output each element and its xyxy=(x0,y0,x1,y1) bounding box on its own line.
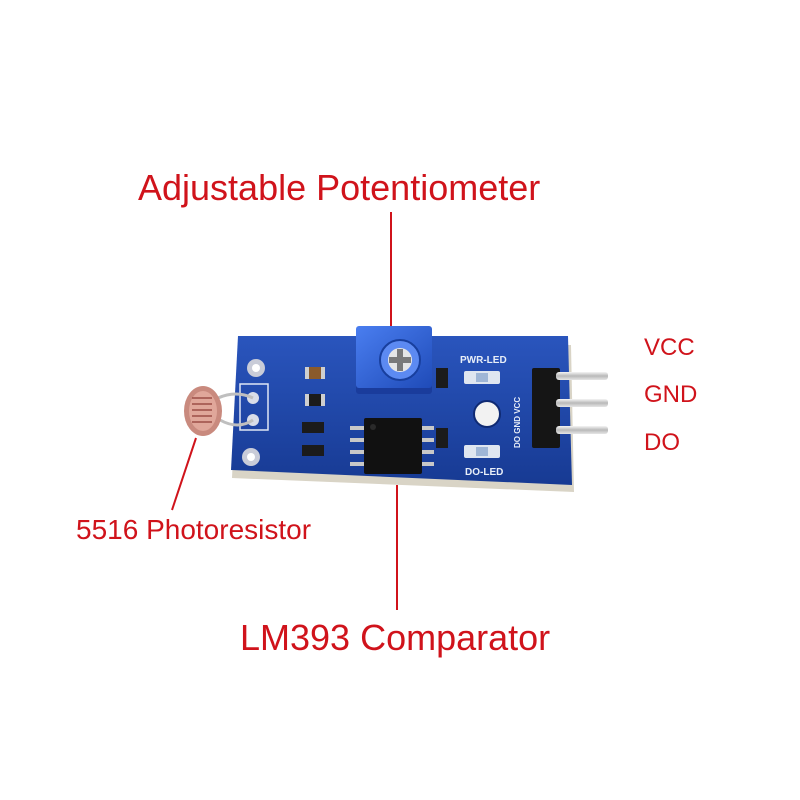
pwr-led-silk: PWR-LED xyxy=(460,355,507,366)
do-led xyxy=(464,445,500,458)
smd-components xyxy=(302,367,448,456)
comparator-label: LM393 Comparator xyxy=(240,617,551,658)
do-led-silk: DO-LED xyxy=(465,467,503,478)
potentiometer-label: Adjustable Potentiometer xyxy=(138,167,541,208)
photoresistor-leader-line xyxy=(171,437,197,511)
pin-label-vcc: VCC xyxy=(644,334,695,361)
lm393-chip xyxy=(350,418,434,474)
photoresistor-label: 5516 Photoresistor xyxy=(76,514,312,545)
pin-label-gnd: GND xyxy=(644,381,698,408)
pin-header-silk: DO GND VCC xyxy=(513,397,522,448)
mounting-hole-large xyxy=(474,401,500,427)
pwr-led xyxy=(464,371,500,384)
pin-header xyxy=(532,368,608,448)
potentiometer xyxy=(356,326,432,394)
photoresistor xyxy=(184,386,254,436)
pin-label-do: DO xyxy=(644,429,680,456)
